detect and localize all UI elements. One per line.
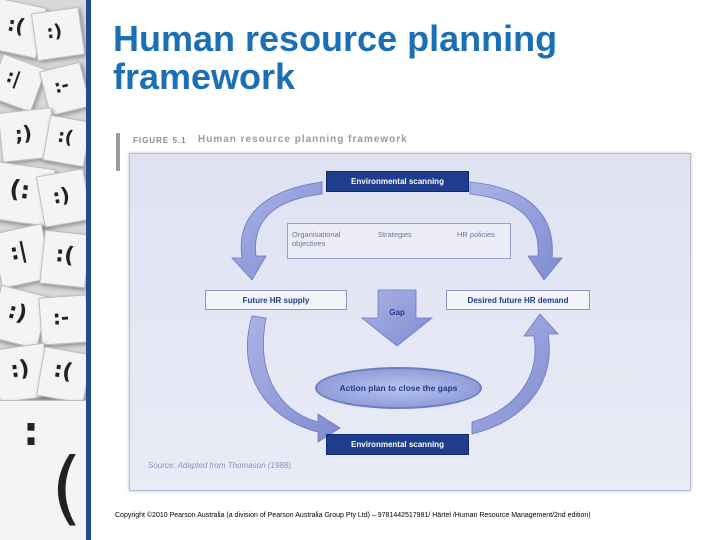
decorative-cube-photo: :( :) :| :- ;) :( (: :) :| :( :) :- :) :… bbox=[0, 0, 86, 540]
figure-title: Human resource planning framework bbox=[198, 134, 408, 145]
strategies-text: Strategies bbox=[378, 230, 412, 239]
action-plan-ellipse: Action plan to close the gaps bbox=[315, 367, 482, 409]
cube-face-15: :( bbox=[0, 400, 86, 540]
left-accent-bar bbox=[86, 0, 91, 540]
figure-source: Source: Adapted from Thomason (1988). bbox=[148, 461, 294, 470]
copyright-footer: Copyright ©2010 Pearson Australia (a div… bbox=[115, 512, 591, 519]
figure-label: FIGURE 5.1 bbox=[133, 136, 187, 145]
future-hr-demand-box: Desired future HR demand bbox=[446, 290, 590, 310]
env-scanning-top-box: Environmental scanning bbox=[326, 171, 469, 192]
figure-accent-bar bbox=[116, 133, 120, 171]
slide-title: Human resource planning framework bbox=[113, 18, 558, 97]
arrow-env-to-demand-bottom bbox=[471, 313, 559, 435]
gap-arrow bbox=[360, 289, 434, 347]
future-hr-supply-box: Future HR supply bbox=[205, 290, 347, 310]
arrow-env-to-demand bbox=[469, 181, 563, 281]
env-scanning-bottom-box: Environmental scanning bbox=[326, 434, 469, 455]
hr-policies-text: HR policies bbox=[457, 230, 495, 239]
org-objectives-text: Organisational objectives bbox=[292, 230, 341, 248]
arrow-supply-to-env bbox=[247, 315, 341, 443]
objectives-strategies-policies-box bbox=[287, 223, 511, 259]
arrow-env-to-supply bbox=[231, 181, 323, 281]
gap-label: Gap bbox=[389, 308, 405, 317]
